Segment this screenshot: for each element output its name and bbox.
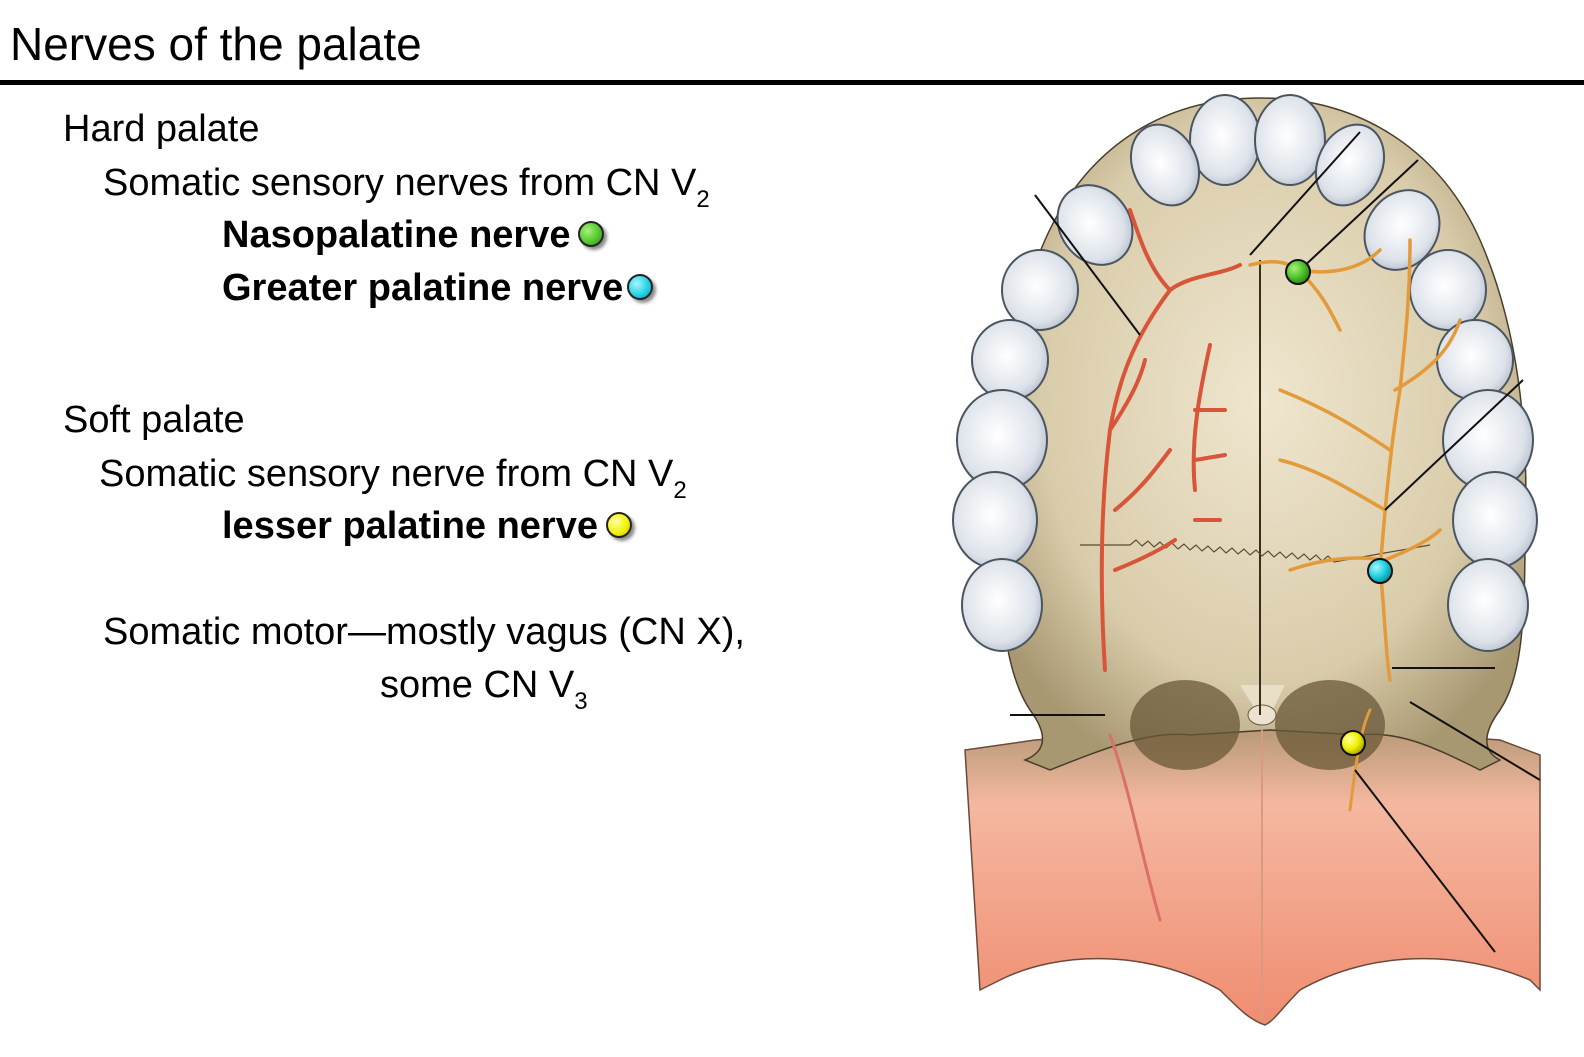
greater-palatine-nerve-label: Greater palatine nerve — [222, 267, 624, 309]
nasopalatine-nerve-item: Nasopalatine nerve — [222, 214, 605, 256]
soft-palate-sensory-text: Somatic sensory nerve from CN V — [99, 453, 674, 495]
palate-svg — [952, 94, 1541, 1026]
somatic-motor-line-2: some CN V3 — [380, 664, 588, 714]
nasopalatine-nerve-label: Nasopalatine nerve — [222, 214, 571, 256]
right-choana — [1275, 680, 1385, 770]
hard-palate-heading: Hard palate — [63, 108, 260, 150]
somatic-motor-subscript: 3 — [574, 688, 588, 715]
soft-palate-sensory-subscript: 2 — [673, 477, 687, 504]
lesser-palatine-nerve-item: lesser palatine nerve — [222, 507, 632, 545]
lesser-palatine-nerve-label: lesser palatine nerve — [222, 505, 598, 547]
green-marker-icon — [578, 220, 605, 247]
palate-illustration — [940, 90, 1584, 1052]
soft-palate-shape — [964, 729, 1541, 1026]
cyan-marker-icon — [627, 273, 654, 300]
nasopalatine-marker — [1285, 259, 1311, 285]
somatic-motor-line: Somatic motor—mostly vagus (CN X), — [103, 611, 745, 653]
yellow-marker-icon — [606, 511, 632, 538]
greater-palatine-marker — [1367, 558, 1393, 584]
greater-palatine-nerve-item: Greater palatine nerve — [222, 267, 654, 309]
lesser-palatine-marker — [1340, 730, 1366, 756]
left-choana — [1130, 680, 1240, 770]
teeth — [952, 94, 1538, 652]
palatine-arteries — [1099, 208, 1242, 922]
leader-lines — [1010, 131, 1541, 953]
title-divider — [0, 80, 1584, 85]
somatic-motor-text-2: some CN V — [380, 664, 575, 706]
slide-title: Nerves of the palate — [10, 18, 422, 70]
hard-palate-sensory-subscript: 2 — [696, 186, 710, 213]
soft-palate-heading: Soft palate — [63, 399, 245, 441]
hard-palate-sensory-text: Somatic sensory nerves from CN V — [103, 162, 697, 204]
soft-palate-sensory-line: Somatic sensory nerve from CN V2 — [99, 453, 687, 503]
hard-palate-sensory-line: Somatic sensory nerves from CN V2 — [103, 162, 710, 212]
